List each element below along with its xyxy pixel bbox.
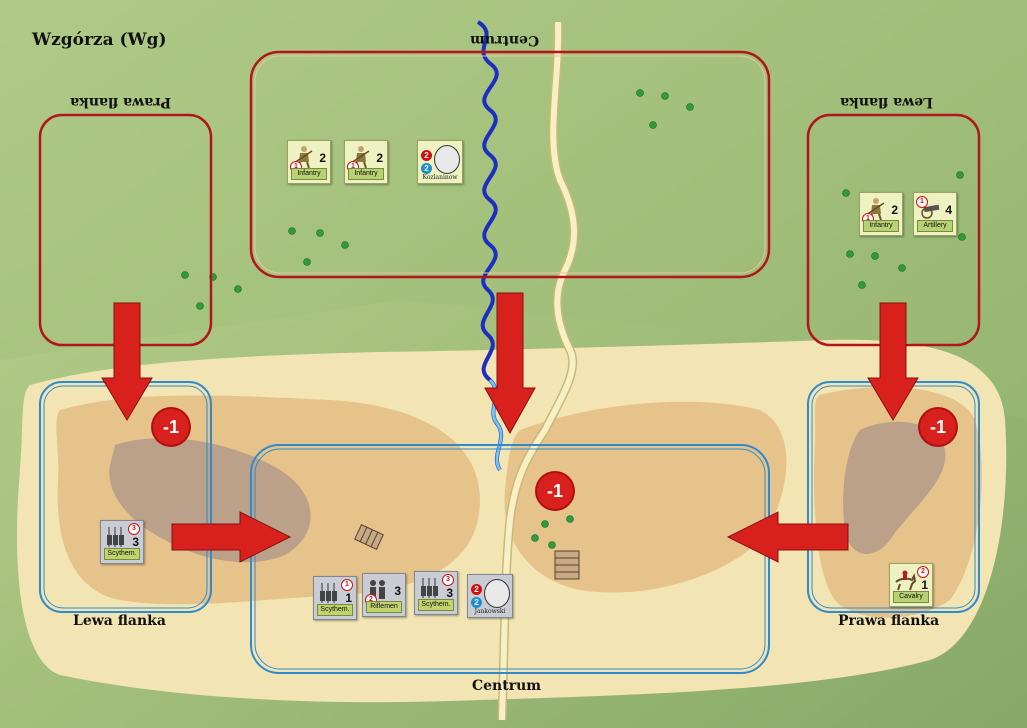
unit-strength: 3 — [446, 586, 453, 600]
modifier-badge-left: -1 — [153, 409, 189, 445]
leader-red-value: 2 — [421, 150, 432, 161]
unit-infantry[interactable]: 1 2 Infantry — [859, 192, 903, 236]
unit-marker: 3 — [128, 523, 140, 535]
unit-label: Scythem. — [317, 604, 353, 616]
unit-strength: 2 — [376, 151, 383, 165]
cannon-icon — [921, 204, 940, 219]
leader-blue-value: 2 — [421, 163, 432, 174]
arrows — [101, 292, 919, 563]
scythemen-icon — [421, 578, 438, 598]
arrow-down-left — [101, 302, 153, 421]
unit-strength: 3 — [132, 535, 139, 549]
unit-strength: 1 — [345, 591, 352, 605]
unit-strength: 2 — [319, 151, 326, 165]
leader-blue-value: 2 — [471, 597, 482, 608]
leader-red-value: 2 — [471, 584, 482, 595]
zone-label-bottom-center: Centrum — [472, 678, 542, 694]
riflemen-icon — [370, 580, 385, 599]
unit-label: Infantry — [863, 220, 899, 232]
unit-marker: 2 — [917, 566, 929, 578]
unit-strength: 2 — [891, 203, 898, 217]
hilltop-right — [843, 421, 946, 554]
unit-cavalry[interactable]: 2 1 Cavalry — [889, 563, 933, 607]
unit-label: Cavalry — [893, 591, 929, 603]
arrow-right-left — [171, 511, 292, 563]
unit-marker: 1 — [341, 579, 353, 591]
unit-label: Scythem. — [104, 548, 140, 560]
unit-label: Scythem. — [418, 599, 454, 611]
arrow-down-center — [484, 292, 536, 435]
unit-marker: 1 — [916, 196, 928, 208]
road-surface — [499, 21, 578, 721]
portrait-icon — [484, 579, 510, 608]
unit-marker: 3 — [442, 574, 454, 586]
unit-artillery[interactable]: 1 4 Artillery — [913, 192, 957, 236]
unit-label: Infantry — [291, 168, 327, 180]
scythemen-icon — [107, 527, 124, 547]
arrow-down-right — [867, 302, 919, 421]
unit-label: Infantry — [348, 168, 384, 180]
unit-riflemen[interactable]: 2 3 Riflemen — [362, 573, 406, 617]
unit-scythemen[interactable]: 3 3 Scythem. — [100, 520, 144, 564]
unit-infantry[interactable]: 1 2 Infantry — [344, 140, 388, 184]
cavalry-icon — [895, 570, 916, 591]
unit-strength: 3 — [394, 584, 401, 598]
unit-label: Riflemen — [366, 601, 402, 613]
scythemen-icon — [320, 583, 337, 603]
zone-label-bottom-right: Prawa flanka — [838, 613, 940, 629]
zone-label-bottom-left: Lewa flanka — [73, 613, 166, 629]
leader-token[interactable]: 2 2 Jankowski — [467, 574, 513, 618]
portrait-icon — [434, 145, 460, 174]
red-zones — [38, 50, 981, 347]
leader-name: Jankowski — [474, 608, 506, 615]
unit-label: Artillery — [917, 220, 953, 232]
unit-strength: 1 — [921, 578, 928, 592]
building-left — [354, 524, 384, 550]
unit-scythemen[interactable]: 1 1 Scythem. — [313, 576, 357, 620]
modifier-badge-right: -1 — [920, 409, 956, 445]
zone-label-top-center: Centrum — [470, 32, 540, 48]
modifier-badge-center: -1 — [537, 473, 573, 509]
trees — [181, 89, 966, 549]
unit-infantry[interactable]: 1 2 Infantry — [287, 140, 331, 184]
unit-strength: 4 — [945, 203, 952, 217]
unit-scythemen[interactable]: 3 3 Scythem. — [414, 571, 458, 615]
map-title: Wzgórza (Wg) — [32, 30, 167, 50]
leader-token[interactable]: 2 2 Kozlaninow — [417, 140, 463, 184]
building-center — [554, 550, 580, 580]
arrow-left-right — [726, 511, 849, 563]
zone-label-top-right: Lewa flanka — [840, 94, 933, 110]
zone-label-top-left: Prawa flanka — [70, 94, 172, 110]
leader-name: Kozlaninow — [422, 174, 458, 181]
